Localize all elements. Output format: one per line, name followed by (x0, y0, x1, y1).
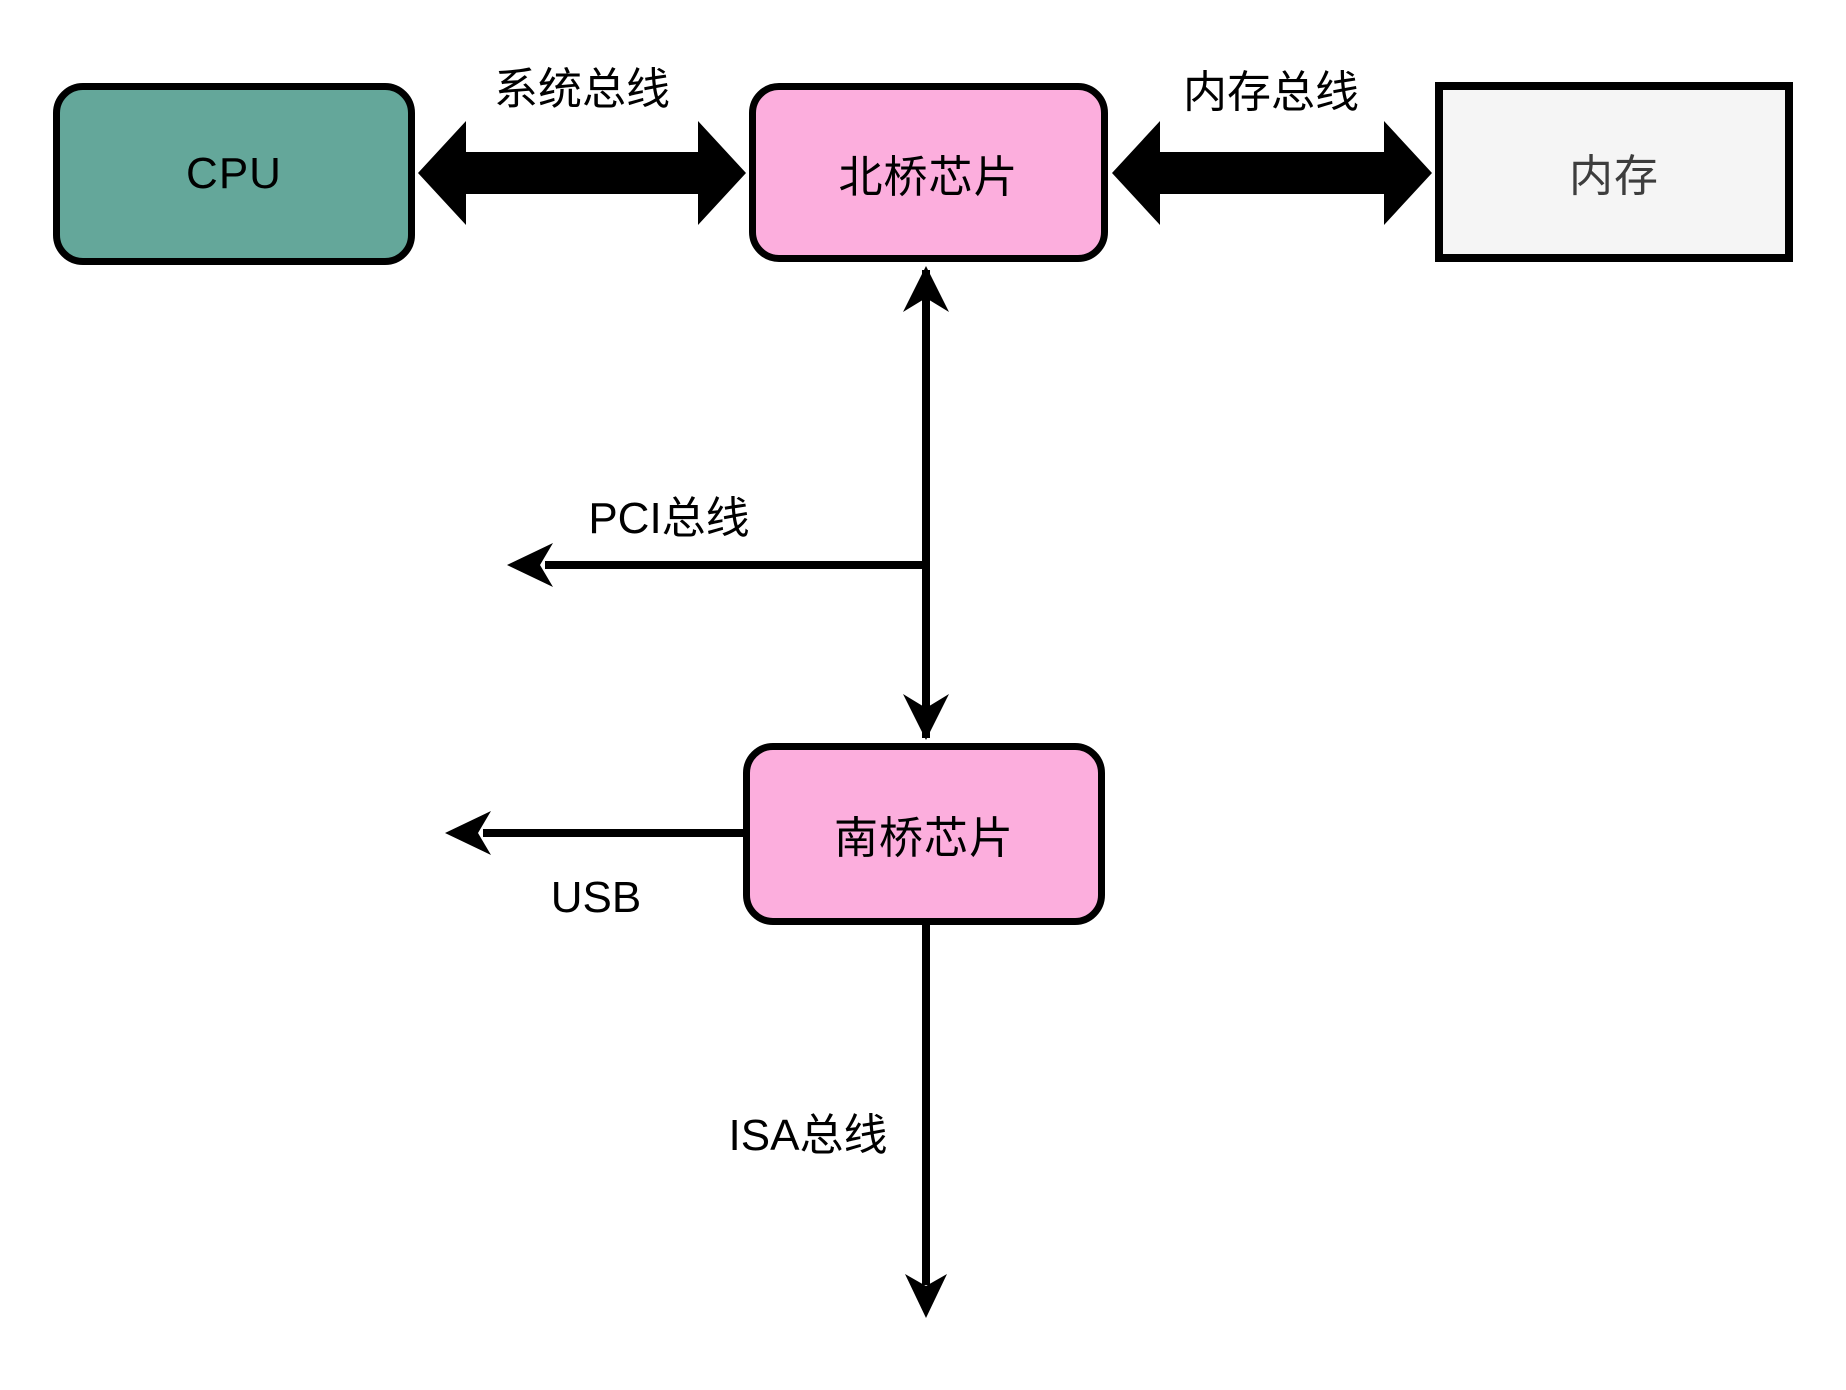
node-cpu-label: CPU (186, 149, 282, 198)
node-cpu: CPU (53, 83, 415, 265)
memory-bus-double-arrow-icon (1112, 121, 1432, 225)
arrow-left-icon (445, 811, 491, 855)
node-northbridge-label: 北桥芯片 (838, 152, 1019, 202)
arrow-down-icon (903, 694, 949, 740)
pci-bus-label: PCI总线 (588, 494, 750, 543)
arrow-left-icon (507, 543, 553, 587)
node-southbridge-label: 南桥芯片 (834, 814, 1014, 863)
arrow-down-icon (905, 1274, 947, 1318)
usb-label: USB (550, 873, 642, 922)
system-bus-label: 系统总线 (494, 65, 670, 114)
system-bus-double-arrow-icon (418, 121, 746, 225)
memory-bus-label: 内存总线 (1183, 68, 1359, 117)
arrow-up-icon (903, 266, 949, 312)
isa-bus-label: ISA总线 (728, 1111, 888, 1160)
node-northbridge: 北桥芯片 (749, 83, 1108, 262)
node-memory-label: 内存 (1569, 152, 1659, 201)
node-southbridge: 南桥芯片 (743, 743, 1105, 925)
node-memory: 内存 (1435, 82, 1793, 262)
